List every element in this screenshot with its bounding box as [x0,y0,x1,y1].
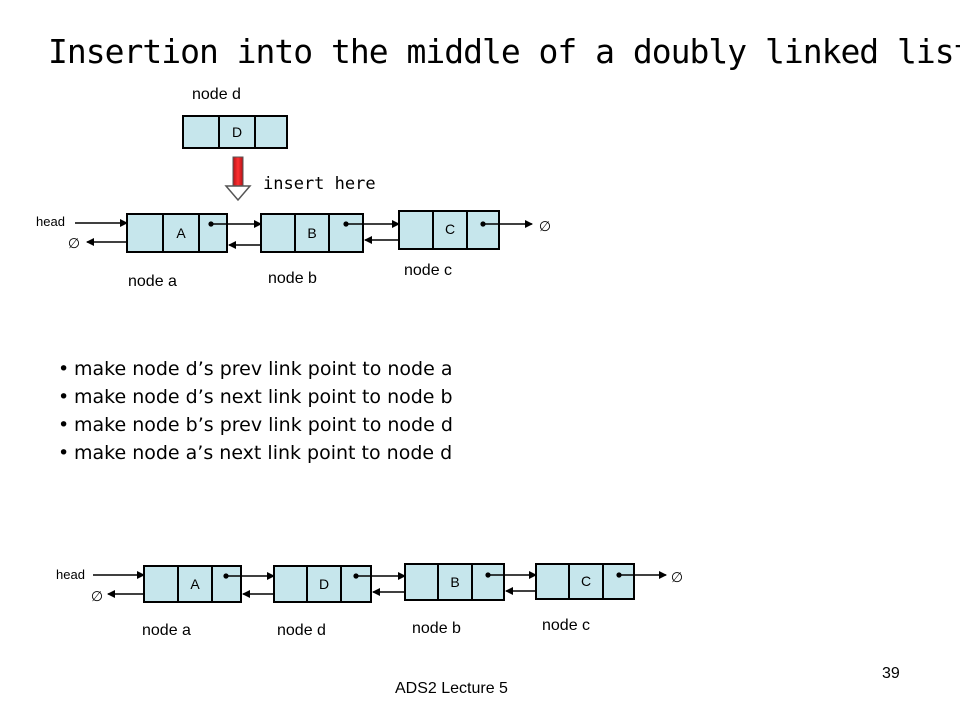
bottom-node-c: C [535,563,635,600]
head-label-bottom: head [56,567,85,582]
step-item: make node b’s prev link point to node d [58,411,453,439]
step-item: make node d’s prev link point to node a [58,355,453,383]
null-symbol-left: ∅ [68,235,80,251]
null-symbol-left-bottom: ∅ [91,588,103,604]
bottom-node-b: B [404,563,505,601]
top-list: head ∅ A B C [36,210,551,253]
bottom-list: head ∅ A D B [56,563,683,604]
bottom-node-a: A [143,565,242,603]
bottom-node-d-label: node d [277,622,326,639]
node-d-value: D [232,124,242,140]
slide-title: Insertion into the middle of a doubly li… [48,32,960,71]
null-symbol-right: ∅ [539,218,551,234]
top-node-a-label: node a [128,273,177,290]
bottom-node-a-label: node a [142,622,191,639]
svg-text:C: C [445,221,455,237]
svg-text:C: C [581,573,591,589]
page-number: 39 [882,665,900,682]
svg-text:B: B [307,225,316,241]
head-label: head [36,214,65,229]
footer-text: ADS2 Lecture 5 [395,680,508,697]
step-item: make node d’s next link point to node b [58,383,453,411]
steps-list: make node d’s prev link point to node a … [58,355,453,467]
new-node-d: D [182,115,288,149]
insert-arrow [224,156,252,202]
top-node-c-label: node c [404,262,453,279]
bottom-node-d: D [273,565,372,603]
top-node-b-label: node b [268,270,317,287]
svg-text:B: B [450,574,459,590]
svg-text:D: D [319,576,329,592]
insert-here-label: insert here [263,174,376,194]
new-node-label: node d [192,86,241,103]
top-node-c: C [398,210,500,250]
top-node-b: B [260,213,364,253]
top-node-a: A [126,213,228,253]
svg-text:A: A [190,576,200,592]
svg-text:A: A [176,225,186,241]
step-item: make node a’s next link point to node d [58,439,453,467]
bottom-node-c-label: node c [542,617,591,634]
null-symbol-right-bottom: ∅ [671,569,683,585]
bottom-node-b-label: node b [412,620,461,637]
